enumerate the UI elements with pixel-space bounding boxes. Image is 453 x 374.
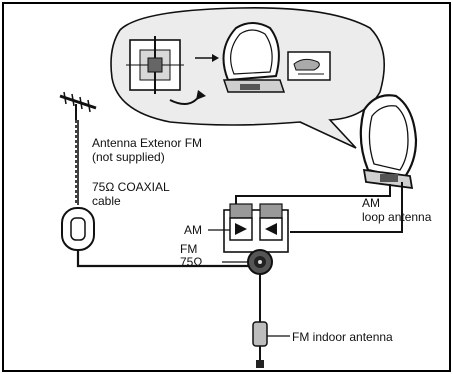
fm-coax-terminal: [247, 249, 273, 275]
assembly-callout-bubble: [110, 7, 386, 149]
coaxial-label: 75Ω COAXIAL: [92, 180, 170, 194]
loop-antenna-in-bubble: [222, 22, 286, 93]
coaxial-adapter-icon: [61, 207, 95, 251]
loop-frame-detail: [126, 36, 184, 94]
fm-indoor-antenna-label: FM indoor antenna: [292, 330, 393, 344]
am-terminal-label: AM: [184, 223, 202, 237]
fm-impedance-label: 75Ω: [180, 255, 203, 269]
am-loop-antenna-icon: [359, 94, 418, 190]
am-loop-antenna-label: loop antenna: [362, 210, 432, 224]
fm-indoor-antenna-plug-icon: [252, 321, 268, 368]
am-loop-wire-1: [235, 184, 391, 210]
fm-terminal-label: FM: [180, 242, 198, 256]
outdoor-fm-antenna-icon: [59, 91, 97, 120]
antenna-extenor-fm-label: Antenna Extenor FM: [92, 136, 203, 150]
coaxial-cable-line: [75, 120, 79, 205]
stand-detail-box: [287, 51, 331, 81]
rotate-arrow: [169, 54, 219, 105]
am-loop-wire-2: [290, 182, 403, 233]
not-supplied-label: (not supplied): [92, 150, 165, 164]
antenna-terminal-block: [223, 203, 289, 253]
cable-to-fm-terminal: [76, 250, 252, 268]
am-loop-label: AM: [362, 196, 380, 210]
coaxial-cable-label: cable: [92, 194, 121, 208]
